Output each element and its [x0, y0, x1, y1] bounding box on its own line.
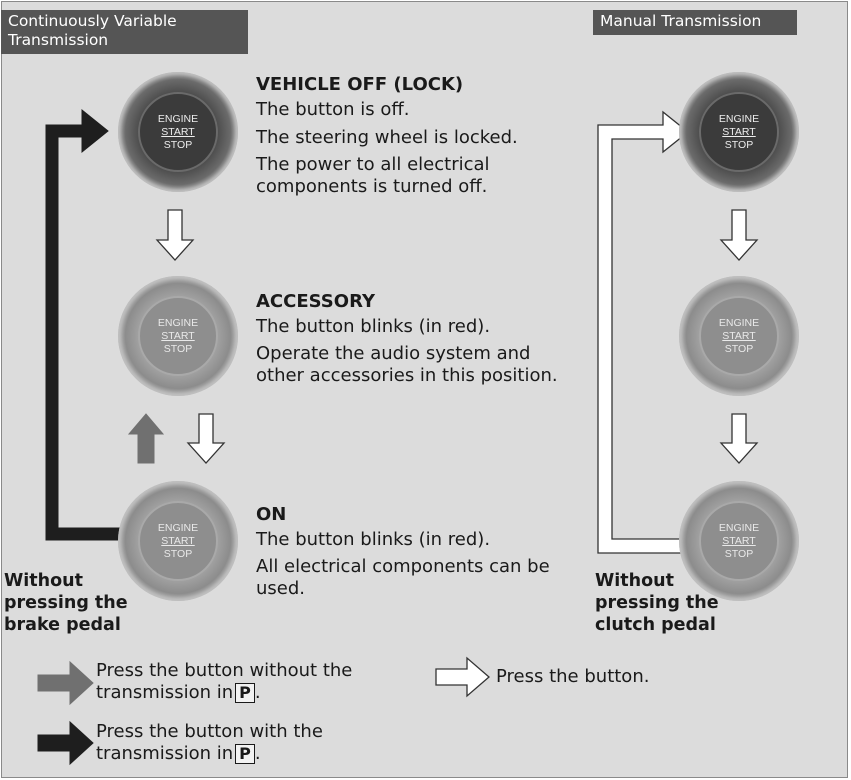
- engine-start-stop-icon: ENGINE START STOP: [699, 296, 779, 376]
- mode-text: other accessories in this position.: [256, 365, 558, 386]
- legend-white-text: Press the button.: [496, 666, 649, 688]
- button-label-stop: STOP: [724, 138, 754, 151]
- cvt-engine-button-off: ENGINE START STOP: [118, 72, 238, 192]
- mode-description-off: VEHICLE OFF (LOCK) The button is off. Th…: [256, 73, 518, 198]
- button-label-start: START: [722, 329, 756, 342]
- header-cvt-line2: Transmission: [8, 31, 109, 49]
- legend-line: transmission in: [96, 743, 234, 764]
- button-label-engine: ENGINE: [718, 112, 760, 125]
- mode-title-on: ON: [256, 504, 287, 525]
- header-manual-label: Manual Transmission: [600, 12, 762, 30]
- legend-line: Press the button without the: [96, 660, 353, 681]
- button-label-engine: ENGINE: [157, 316, 199, 329]
- cvt-engine-button-on: ENGINE START STOP: [118, 481, 238, 601]
- mode-title-off: VEHICLE OFF (LOCK): [256, 74, 464, 95]
- mode-description-accessory: ACCESSORY The button blinks (in red). Op…: [256, 290, 558, 387]
- button-label-engine: ENGINE: [157, 112, 199, 125]
- mode-text: The power to all electrical: [256, 154, 490, 175]
- button-label-engine: ENGINE: [157, 521, 199, 534]
- manual-down-arrow-1: [719, 209, 759, 261]
- legend-black-text: Press the button with the transmission i…: [96, 721, 323, 765]
- mode-text: used.: [256, 578, 306, 599]
- button-label-start: START: [161, 125, 195, 138]
- mode-text: components is turned off.: [256, 176, 488, 197]
- park-indicator: P: [235, 683, 255, 703]
- note-line: Without: [4, 571, 83, 591]
- manual-down-arrow-2: [719, 413, 759, 464]
- manual-engine-button-off: ENGINE START STOP: [679, 72, 799, 192]
- mode-description-on: ON The button blinks (in red). All elect…: [256, 503, 550, 600]
- legend-period: .: [254, 743, 261, 764]
- mode-text: The button blinks (in red).: [256, 316, 491, 337]
- button-label-start: START: [722, 125, 756, 138]
- button-label-engine: ENGINE: [718, 521, 760, 534]
- mode-title-accessory: ACCESSORY: [256, 291, 375, 312]
- engine-start-stop-icon: ENGINE START STOP: [138, 501, 218, 581]
- park-indicator: P: [235, 744, 255, 764]
- note-line: clutch pedal: [595, 615, 716, 635]
- note-brake-pedal: Without pressing the brake pedal: [4, 570, 128, 636]
- legend-line: Press the button with the: [96, 721, 323, 742]
- manual-white-loop-arrow: [597, 110, 690, 554]
- button-label-engine: ENGINE: [718, 316, 760, 329]
- button-label-stop: STOP: [724, 342, 754, 355]
- cvt-engine-button-accessory: ENGINE START STOP: [118, 276, 238, 396]
- note-line: pressing the: [4, 593, 128, 613]
- engine-start-stop-icon: ENGINE START STOP: [699, 92, 779, 172]
- legend-line: transmission in: [96, 682, 234, 703]
- button-label-stop: STOP: [163, 342, 193, 355]
- legend-line: Press the button.: [496, 666, 650, 687]
- mode-text: Operate the audio system and: [256, 343, 531, 364]
- cvt-down-arrow-1: [155, 209, 195, 261]
- note-line: Without: [595, 571, 674, 591]
- cvt-black-loop-arrow: [45, 108, 121, 541]
- note-line: brake pedal: [4, 615, 121, 635]
- header-cvt: Continuously Variable Transmission: [1, 10, 248, 54]
- button-label-stop: STOP: [724, 547, 754, 560]
- header-cvt-line1: Continuously Variable: [8, 12, 177, 30]
- button-label-start: START: [161, 329, 195, 342]
- note-line: pressing the: [595, 593, 719, 613]
- button-label-start: START: [722, 534, 756, 547]
- mode-text: The steering wheel is locked.: [256, 127, 518, 148]
- button-label-stop: STOP: [163, 138, 193, 151]
- legend-white-arrow-icon: [435, 656, 490, 698]
- legend-gray-text: Press the button without the transmissio…: [96, 660, 352, 704]
- legend-period: .: [254, 682, 261, 703]
- engine-start-stop-icon: ENGINE START STOP: [138, 92, 218, 172]
- button-label-stop: STOP: [163, 547, 193, 560]
- mode-text: The button blinks (in red).: [256, 529, 491, 550]
- mode-text: All electrical components can be: [256, 556, 550, 577]
- engine-start-stop-icon: ENGINE START STOP: [699, 501, 779, 581]
- note-clutch-pedal: Without pressing the clutch pedal: [595, 570, 719, 636]
- manual-engine-button-accessory: ENGINE START STOP: [679, 276, 799, 396]
- cvt-down-arrow-2: [186, 413, 226, 464]
- legend-black-arrow-icon: [37, 720, 94, 766]
- header-manual: Manual Transmission: [593, 10, 797, 35]
- mode-text: The button is off.: [256, 99, 410, 120]
- engine-start-stop-icon: ENGINE START STOP: [138, 296, 218, 376]
- button-label-start: START: [161, 534, 195, 547]
- legend-gray-arrow-icon: [37, 660, 94, 706]
- cvt-gray-up-arrow: [127, 413, 165, 464]
- manual-engine-button-on: ENGINE START STOP: [679, 481, 799, 601]
